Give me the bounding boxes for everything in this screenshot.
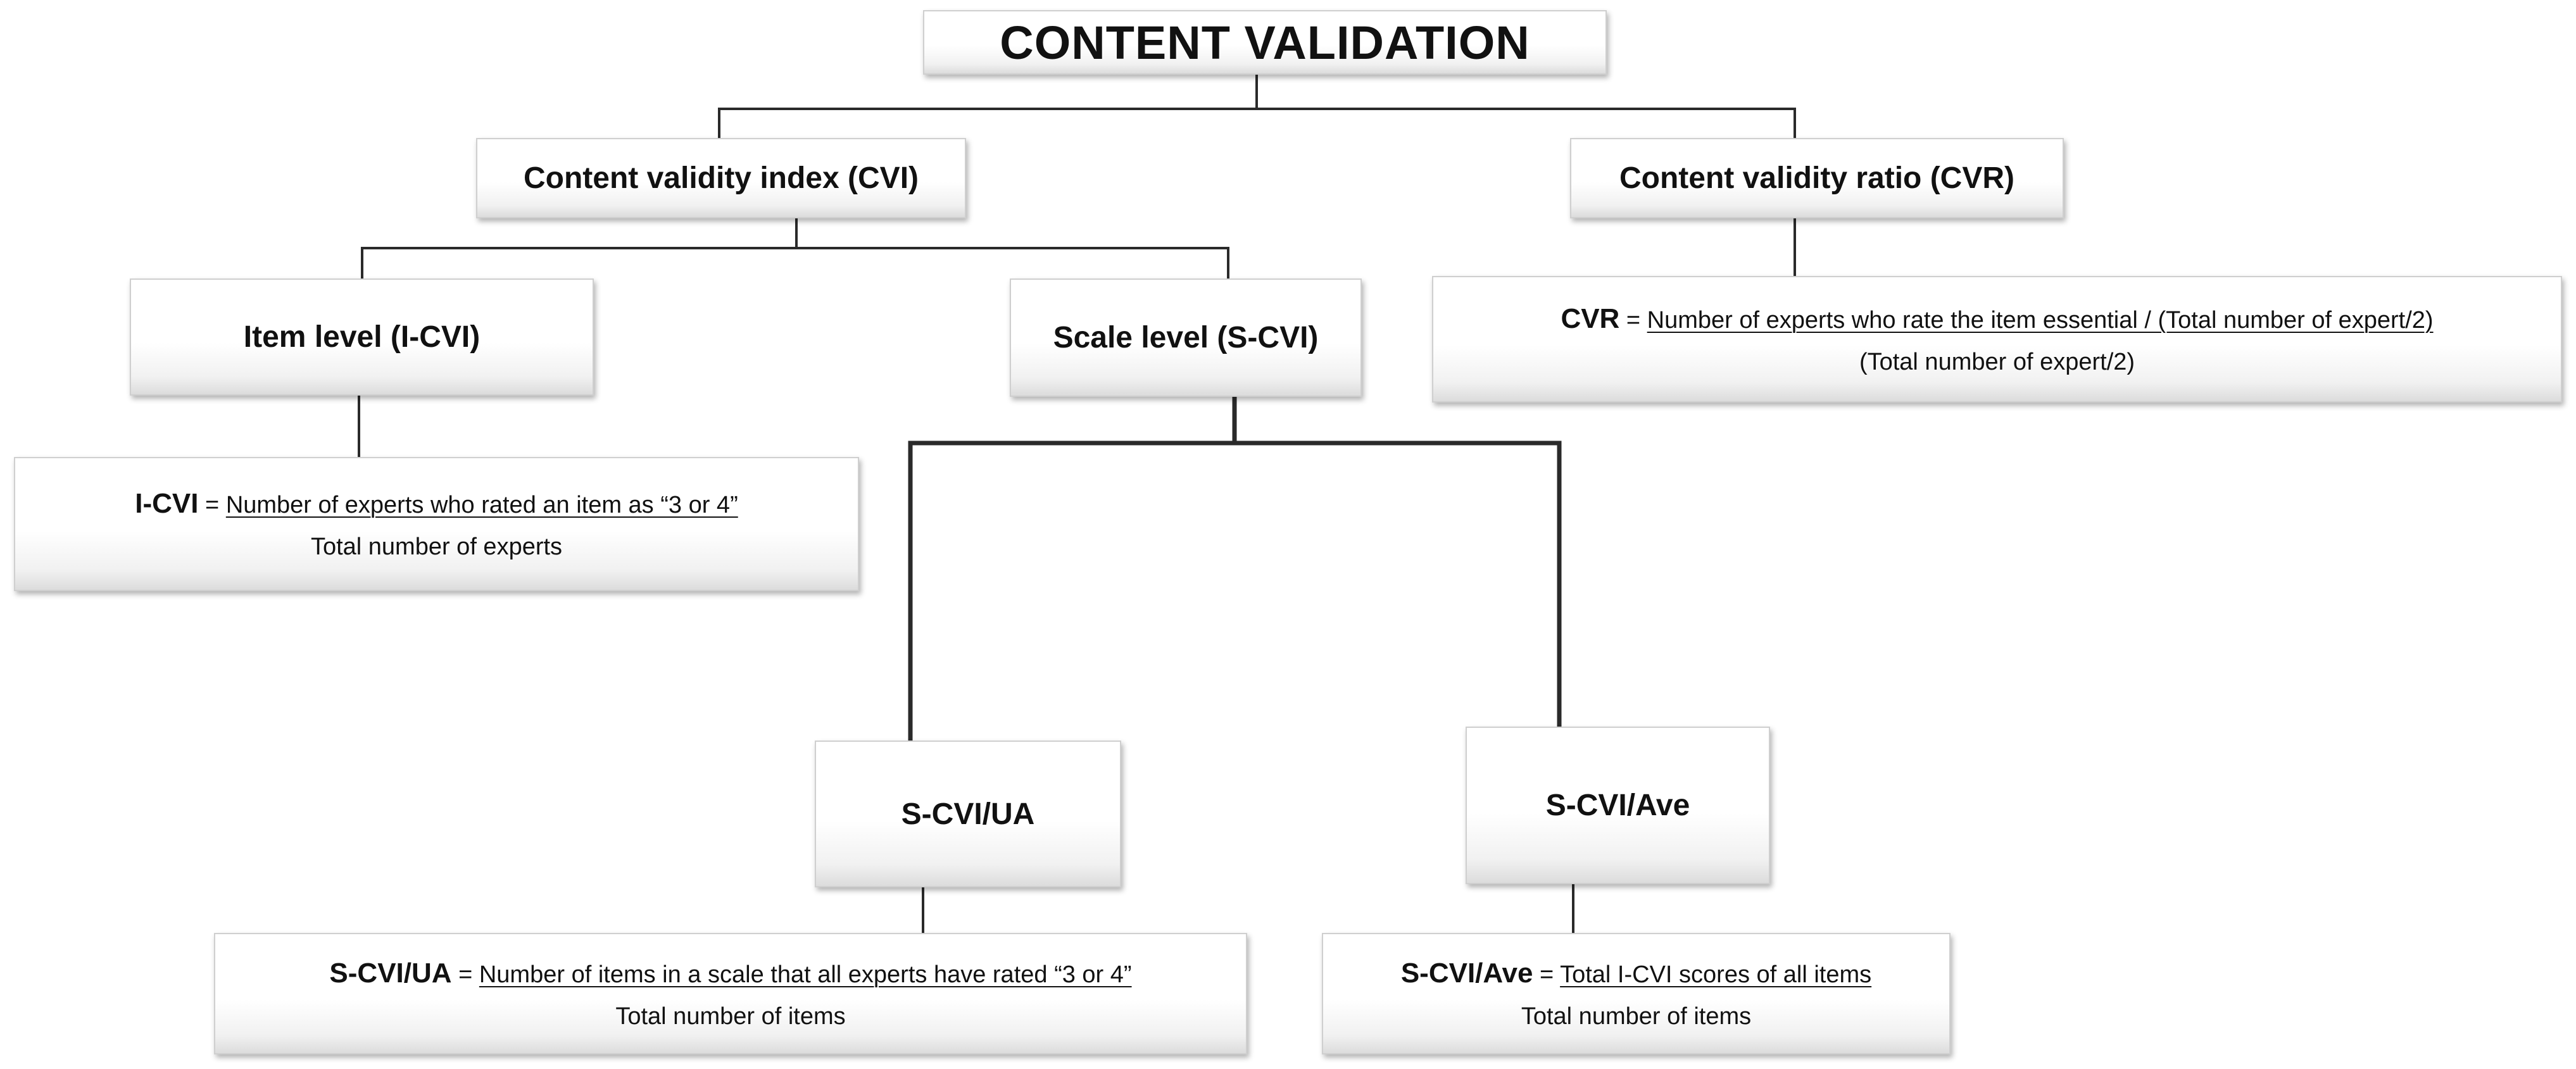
cvi-label: Content validity index (CVI): [523, 161, 919, 195]
cvr-formula-box: CVR = Number of experts who rate the ite…: [1432, 276, 2562, 403]
ua-formula-numerator-line: S-CVI/UA = Number of items in a scale th…: [329, 954, 1131, 992]
ua-formula-box: S-CVI/UA = Number of items in a scale th…: [214, 933, 1247, 1054]
ua-formula-equals: =: [451, 961, 479, 988]
s-cvi-ua-box: S-CVI/UA: [815, 741, 1121, 887]
ave-formula-box: S-CVI/Ave = Total I-CVI scores of all it…: [1322, 933, 1951, 1054]
diagram-title: CONTENT VALIDATION: [1000, 16, 1530, 69]
cvi-box: Content validity index (CVI): [476, 138, 966, 218]
cvr-formula-equals: =: [1619, 306, 1647, 334]
cvr-box: Content validity ratio (CVR): [1570, 138, 2064, 218]
ave-formula-term: S-CVI/Ave: [1400, 957, 1533, 989]
item-formula-term: I-CVI: [135, 487, 199, 519]
cvr-label: Content validity ratio (CVR): [1619, 161, 2015, 195]
ave-formula-equals: =: [1533, 961, 1561, 988]
ua-formula-denominator: Total number of items: [615, 1003, 846, 1030]
cvr-formula-numerator-line: CVR = Number of experts who rate the ite…: [1561, 300, 2433, 337]
item-formula-equals: =: [198, 491, 226, 518]
cvr-formula-term: CVR: [1561, 303, 1620, 334]
s-cvi-ua-label: S-CVI/UA: [901, 797, 1035, 831]
item-level-label: Item level (I-CVI): [243, 320, 481, 354]
scale-level-box: Scale level (S-CVI): [1010, 278, 1362, 397]
cvr-formula-numerator: Number of experts who rate the item esse…: [1647, 306, 2434, 334]
item-formula-numerator: Number of experts who rated an item as “…: [225, 491, 738, 518]
s-cvi-ave-label: S-CVI/Ave: [1545, 789, 1690, 822]
ave-formula-numerator: Total I-CVI scores of all items: [1560, 961, 1872, 988]
s-cvi-ave-box: S-CVI/Ave: [1466, 727, 1770, 884]
ave-formula-numerator-line: S-CVI/Ave = Total I-CVI scores of all it…: [1401, 954, 1871, 992]
ua-formula-numerator: Number of items in a scale that all expe…: [479, 961, 1132, 988]
ave-formula-denominator: Total number of items: [1521, 1003, 1752, 1030]
ua-formula-term: S-CVI/UA: [329, 957, 452, 989]
title-box: CONTENT VALIDATION: [923, 10, 1607, 75]
item-formula-denominator: Total number of experts: [310, 534, 563, 561]
cvr-formula-denominator: (Total number of expert/2): [1859, 349, 2135, 376]
item-formula-box: I-CVI = Number of experts who rated an i…: [14, 457, 859, 591]
item-level-box: Item level (I-CVI): [130, 278, 594, 396]
item-formula-numerator-line: I-CVI = Number of experts who rated an i…: [135, 485, 738, 522]
scale-level-label: Scale level (S-CVI): [1053, 321, 1319, 354]
